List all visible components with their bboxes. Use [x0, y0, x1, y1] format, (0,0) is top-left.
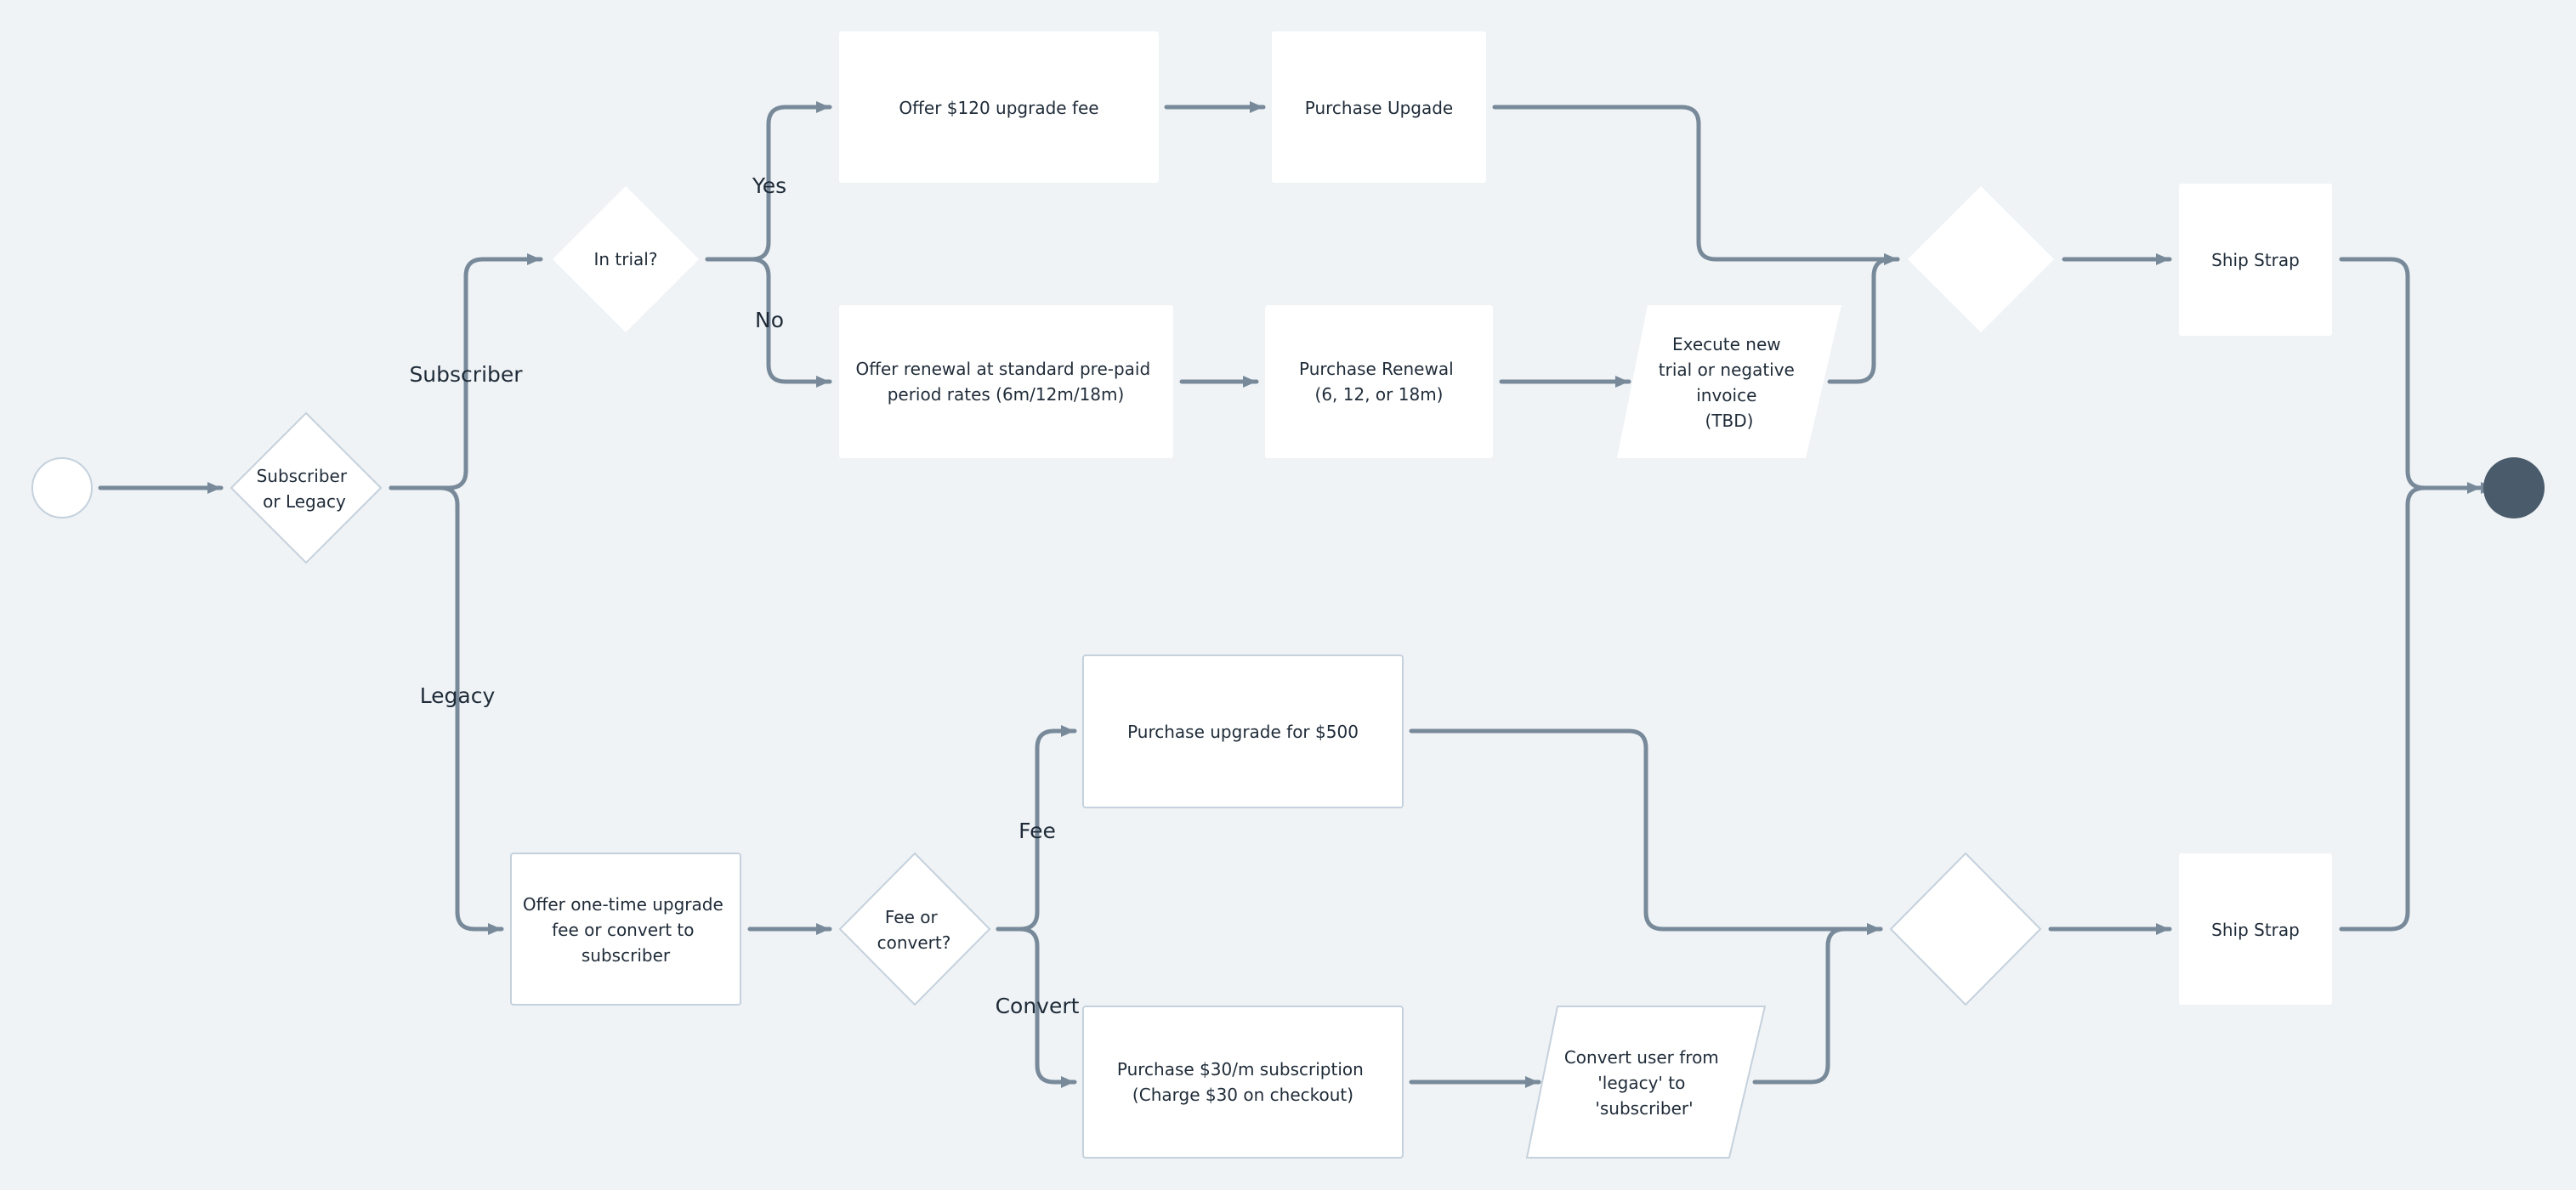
edge-to-offer-one-time — [389, 485, 504, 935]
merge-gateway-top[interactable] — [1908, 186, 2054, 332]
merge-gateway-bottom[interactable] — [1889, 852, 2042, 1006]
node-label: Ship Strap — [2211, 250, 2300, 270]
process-offer-one-time[interactable]: Offer one-time upgrade fee or convert to… — [510, 853, 741, 1006]
node-label: Purchase Upgade — [1305, 98, 1453, 118]
process-purchase-subscription[interactable]: Purchase $30/m subscription (Charge $30 … — [1082, 1006, 1404, 1159]
edge-convert-user-to-bottom-merge — [1752, 923, 1883, 1085]
node-label: Purchase $30/m subscription (Charge $30 … — [1117, 1059, 1369, 1105]
node-label: Purchase Renewal (6, 12, or 18m) — [1299, 359, 1459, 405]
node-label: Ship Strap — [2211, 920, 2300, 940]
decision-fee-or-convert[interactable]: Fee or convert? — [838, 852, 991, 1006]
edge-label-no: No — [755, 308, 784, 332]
process-ship-strap-bottom[interactable]: Ship Strap — [2179, 853, 2332, 1005]
node-label: Subscriber or Legacy — [257, 466, 353, 512]
node-label: In trial? — [594, 249, 658, 269]
node-label: Offer one-time upgrade fee or convert to… — [523, 894, 729, 966]
edge-label-subscriber: Subscriber — [409, 362, 523, 387]
edges — [98, 101, 2497, 1088]
edge-purchase-upgrade-to-top-merge — [1492, 105, 1900, 265]
decision-subscriber-or-legacy[interactable]: Subscriber or Legacy — [230, 411, 383, 564]
process-purchase-renewal[interactable]: Purchase Renewal (6, 12, or 18m) — [1265, 305, 1493, 458]
edge-ship-strap-top-to-end — [2339, 257, 2483, 494]
node-label: Execute new trial or negative invoice (T… — [1659, 334, 1800, 431]
process-ship-strap-top[interactable]: Ship Strap — [2179, 184, 2332, 336]
node-label: Purchase upgrade for $500 — [1127, 722, 1359, 742]
start-node[interactable] — [31, 457, 93, 518]
edge-purchase-500-to-bottom-merge — [1409, 728, 1883, 935]
edge-no-to-offer-renewal — [705, 257, 832, 388]
edge-label-yes: Yes — [752, 173, 786, 198]
edge-labels: Subscriber Legacy Yes No Fee Convert — [409, 173, 1079, 1018]
edge-label-fee: Fee — [1018, 819, 1056, 843]
edge-label-legacy: Legacy — [420, 683, 496, 708]
edge-execute-trial-to-top-merge — [1827, 253, 1900, 384]
edge-label-convert: Convert — [996, 994, 1080, 1018]
data-convert-user[interactable]: Convert user from 'legacy' to 'subscribe… — [1525, 1006, 1767, 1159]
process-purchase-upgrade-500[interactable]: Purchase upgrade for $500 — [1082, 654, 1404, 808]
node-label: Convert user from 'legacy' to 'subscribe… — [1564, 1047, 1724, 1119]
decision-in-trial[interactable]: In trial? — [553, 186, 699, 332]
process-offer-renewal[interactable]: Offer renewal at standard pre-paid perio… — [839, 305, 1173, 458]
end-node[interactable] — [2483, 457, 2545, 518]
process-offer-upgrade-fee[interactable]: Offer $120 upgrade fee — [839, 31, 1159, 183]
edge-to-in-trial — [389, 253, 543, 490]
node-label: Offer $120 upgrade fee — [899, 98, 1098, 118]
nodes: Subscriber or Legacy In trial? Offer $12… — [31, 31, 2545, 1159]
node-label: Fee or convert? — [877, 907, 951, 953]
node-label: Offer renewal at standard pre-paid perio… — [855, 359, 1155, 405]
edge-convert-to-purchase-subscription — [996, 926, 1077, 1088]
edge-ship-strap-bottom-to-end — [2339, 482, 2497, 932]
process-purchase-upgrade[interactable]: Purchase Upgade — [1272, 31, 1486, 183]
data-execute-new-trial[interactable]: Execute new trial or negative invoice (T… — [1617, 305, 1841, 458]
